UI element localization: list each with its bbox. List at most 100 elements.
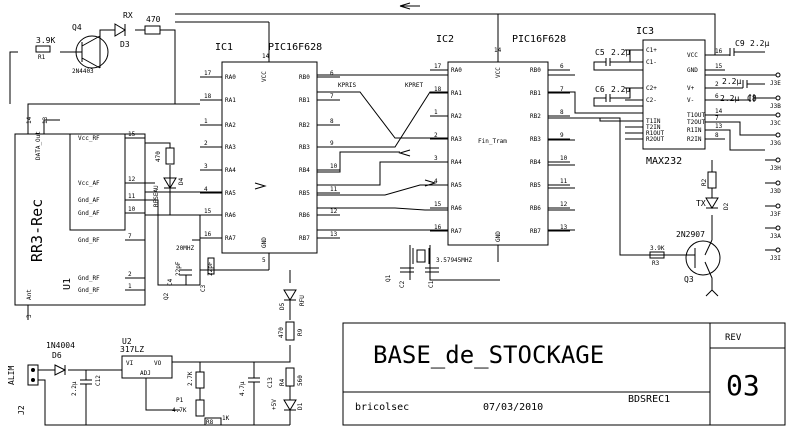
rr3-pin-label: Gnd_AF <box>78 210 100 217</box>
rr3-ant-pin: 3 <box>26 314 33 318</box>
rr3-pin-num: 2 <box>128 271 132 278</box>
d6-part: 1N4004 <box>46 341 75 350</box>
r9-ref: R9 <box>297 328 304 336</box>
power-supply: ALIM J2 1N4004 D6 2.2µ C12 U2 317LZ VI V… <box>7 337 291 426</box>
q4-transistor: Q4 2N4403 <box>60 23 109 75</box>
connector-pin <box>775 225 781 231</box>
ic1-right-pin-num: 7 <box>330 93 334 100</box>
ic1-left-pin-num: 1 <box>204 118 208 125</box>
r1-value: 3.9K <box>36 36 55 45</box>
ic1-right-pin-num: 10 <box>330 163 338 170</box>
connector-label: J3E <box>770 80 781 87</box>
c8-ref: C8 <box>747 94 757 103</box>
r9-value: 470 <box>278 327 285 338</box>
ic2-right-pin-label: RB4 <box>530 159 541 166</box>
rr3-pin-num: 1 <box>128 283 132 290</box>
rr3-pin-label: Vcc_AF <box>78 180 100 187</box>
u2-vi: VI <box>126 360 134 367</box>
r2-ref: R2 <box>701 178 708 186</box>
connector-pin <box>775 157 781 163</box>
ic3-right-pin-num: 2 <box>715 81 719 88</box>
title-block: BASE_de_STOCKAGE REV 03 bricolsec 07/03/… <box>342 322 786 426</box>
rr3-name: RR3-Rec <box>28 199 46 262</box>
ic1-right-pin-num: 9 <box>330 140 334 147</box>
c7-value: 2.2µ <box>722 77 741 86</box>
rr3-inner <box>69 133 126 231</box>
p1-ref: P1 <box>176 397 184 404</box>
ic1-left-pin-label: RA5 <box>225 190 236 197</box>
ic1-right-pin-label: RB7 <box>299 235 310 242</box>
wiring <box>9 13 716 360</box>
c13-value: 4.7µ <box>239 381 246 396</box>
ic1-right-pin-num: 11 <box>330 186 338 193</box>
r-mid-value: 470 <box>155 151 162 162</box>
ic2-left-pin-num: 2 <box>434 132 438 139</box>
ic1-right-pin-label: RB4 <box>299 167 310 174</box>
ic1-left-pin-num: 4 <box>204 186 208 193</box>
ic2-right-pin-label: RB7 <box>530 228 541 235</box>
rr3-pin14: 14 <box>26 116 33 124</box>
c2-ref: C2 <box>399 280 406 288</box>
arrow-top <box>399 2 420 10</box>
ic2-left-pin-label: RA3 <box>451 136 462 143</box>
d3-ref: D3 <box>120 40 130 49</box>
ic2-right-pin-num: 12 <box>560 201 568 208</box>
ic1-vcc-label: VCC <box>261 71 268 82</box>
connector-label: J3I <box>770 255 781 262</box>
ic2-left-pin-label: RA6 <box>451 205 462 212</box>
rr3-pin-num: 7 <box>128 233 132 240</box>
c4-ref: C4 <box>167 278 174 286</box>
connector-label: J3A <box>770 233 781 240</box>
ic2-left-pin-label: RA7 <box>451 228 462 235</box>
connector-pin <box>775 112 781 118</box>
rr3-pin-label: Gnd_AF <box>78 197 100 204</box>
date: 07/03/2010 <box>483 402 543 413</box>
ic3-right-pin-num: 7 <box>715 115 719 122</box>
ic1-left-pin-label: RA4 <box>225 167 236 174</box>
j2-connector <box>27 364 39 386</box>
ic3-right-pin-label: V+ <box>687 85 695 92</box>
r8-ref: R8 <box>206 419 214 426</box>
rfu-section: D5 RFU 470 R9 R4 560 +5V D1 <box>271 289 306 425</box>
c12-value: 2.2µ <box>71 381 78 396</box>
c9-value: 2.2µ <box>750 39 769 48</box>
c12-ref: C12 <box>95 375 102 386</box>
r8-value: 1K <box>222 415 230 422</box>
reseau-label: RESEAU <box>153 185 160 207</box>
connector-pin <box>775 132 781 138</box>
rr3-data-out: DATA_Out <box>35 131 42 160</box>
ic3: IC3 MAX232 C1+C1-C2+C2-T1INT2INR1OUTR2OU… <box>625 26 725 167</box>
ic3-part: MAX232 <box>646 156 682 167</box>
ic1-gnd-pin: 5 <box>262 257 266 264</box>
ic2-right-pin-num: 9 <box>560 132 564 139</box>
arrow-ic1 <box>254 182 267 190</box>
ic3-left-pin-label: T2IN <box>646 124 661 131</box>
connector-pin <box>775 247 781 253</box>
u2-ref: U2 <box>122 337 132 346</box>
u2-adj: ADJ <box>140 370 151 377</box>
net-fin-tram: Fin_Tram <box>478 138 507 145</box>
ic2-right-pin-num: 13 <box>560 224 568 231</box>
u2-part: 317LZ <box>120 345 144 354</box>
ic3-left-pin-label: C2- <box>646 97 657 104</box>
ic2-left-pin-label: RA5 <box>451 182 462 189</box>
ic3-body <box>642 39 706 150</box>
ic1-right-pin-label: RB3 <box>299 144 310 151</box>
ic1-left-pin-label: RA2 <box>225 122 236 129</box>
connector-pin <box>775 203 781 209</box>
crystal-20mhz: 20MHZ C4 22pF C3 22pF Q2 <box>163 245 215 300</box>
q2-ref: Q2 <box>163 292 170 300</box>
ic1-part: PIC16F628 <box>268 42 322 53</box>
connector-pin <box>775 180 781 186</box>
connector-label: J3D <box>770 188 781 195</box>
ic1-ref: IC1 <box>215 42 233 53</box>
r1: 3.9K R1 <box>35 36 55 61</box>
rr3-pin-num: 10 <box>128 206 136 213</box>
ic1-left-pin-label: RA7 <box>225 235 236 242</box>
ic3-right-pin-label: V- <box>687 97 694 104</box>
ic1-right-pin-num: 8 <box>330 118 334 125</box>
d4-led: 470 D4 RESEAU <box>153 147 185 207</box>
ic1-left-pin-num: 2 <box>204 140 208 147</box>
c9-ref: C9 <box>735 39 745 48</box>
